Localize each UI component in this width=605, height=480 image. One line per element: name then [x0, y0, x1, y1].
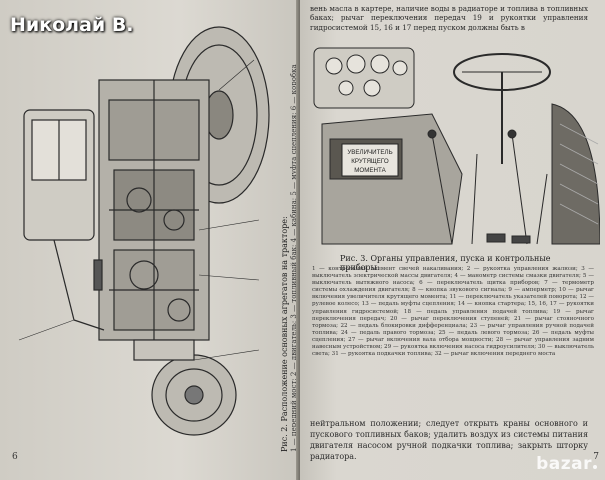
figure-3-legend: 1 — контрольный элемент свечей накаливан… [312, 266, 594, 358]
right-page-bottom-text: нейтральном положении; следует открыть к… [310, 419, 588, 461]
watermark-dot-icon [593, 465, 597, 469]
right-page-top-text: вень масла в картере, наличие воды в рад… [310, 4, 588, 32]
right-page-number: 7 [593, 452, 599, 462]
nameplate-line-3: МОМЕНТА [354, 167, 386, 174]
nameplate-line-2: КРУТЯЩЕГО [351, 158, 389, 165]
figure-3-caption: Рис. 3. Органы управления, пуска и контр… [340, 254, 551, 272]
nameplate-line-1: УВЕЛИЧИТЕЛЬ [347, 149, 392, 156]
seller-name-overlay: Николай В. [10, 14, 134, 36]
controls-illustration: УВЕЛИЧИТЕЛЬ КРУТЯЩЕГО МОМЕНТА [313, 47, 600, 245]
left-page: Рис. 2. Расположение основных агрегатов … [0, 0, 300, 480]
tractor-cutaway-illustration [18, 26, 270, 436]
watermark-text: bazar [536, 454, 592, 474]
left-page-number: 6 [12, 452, 18, 462]
torque-multiplier-nameplate: УВЕЛИЧИТЕЛЬ КРУТЯЩЕГО МОМЕНТА [341, 143, 399, 177]
marketplace-watermark: bazar [536, 454, 597, 474]
figure-2-caption-title: Рис. 2. Расположение основных агрегатов … [280, 216, 289, 452]
